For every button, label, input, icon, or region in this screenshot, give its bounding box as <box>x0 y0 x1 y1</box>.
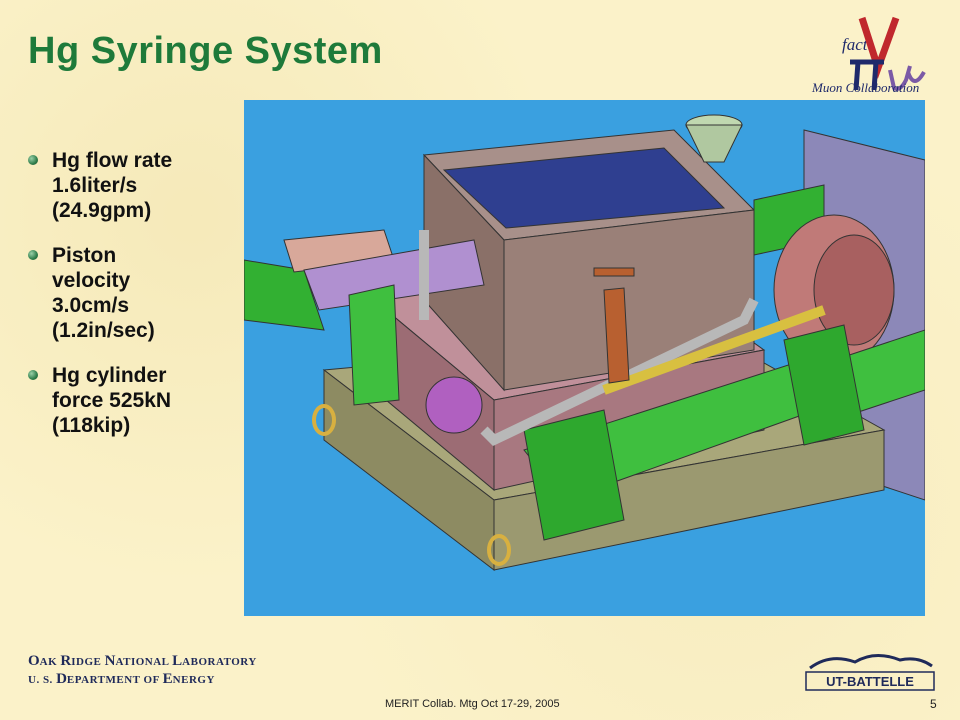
org-cap: D <box>56 671 67 687</box>
cad-syringe-assembly-image <box>244 114 925 572</box>
bullet-item: Piston velocity 3.0cm/s (1.2in/sec) <box>26 243 236 343</box>
logo-fact-text: fact <box>842 35 869 54</box>
page-number: 5 <box>930 697 937 711</box>
hopper <box>685 124 743 163</box>
org-rest: AK <box>39 656 61 668</box>
valve <box>603 287 630 384</box>
org-rest: EPARTMENT OF <box>66 674 163 686</box>
org-line-2: U. S. DEPARTMENT OF ENERGY <box>28 670 257 688</box>
bullet-dot-icon <box>28 250 38 260</box>
bullet-item: Hg cylinder force 525kN (118kip) <box>26 363 236 438</box>
meeting-footer: MERIT Collab. Mtg Oct 17-29, 2005 <box>385 698 560 710</box>
org-rest: NERGY <box>172 674 215 686</box>
bellows-inner <box>813 234 895 346</box>
lifting-ring <box>487 534 511 566</box>
ut-battelle-logo: UT-BATTELLE <box>805 654 935 691</box>
lifting-ring <box>312 404 336 436</box>
yellow-rod <box>602 305 826 395</box>
mu-glyph <box>888 65 926 91</box>
bullet-text: Hg flow rate 1.6liter/s (24.9gpm) <box>52 149 173 222</box>
org-cap: R <box>60 653 72 669</box>
org-cap: L <box>172 653 183 669</box>
footer-organization: OAK RIDGE NATIONAL LABORATORY U. S. DEPA… <box>28 652 257 688</box>
base-front <box>493 429 885 571</box>
bullet-dot-icon <box>28 370 38 380</box>
bullet-text: Piston velocity 3.0cm/s (1.2in/sec) <box>52 244 155 342</box>
pipe-left <box>244 259 325 331</box>
org-cap: U. S. <box>28 674 57 686</box>
muon-collaboration-logo: fact <box>842 16 926 91</box>
slide-title: Hg Syringe System <box>28 30 383 72</box>
pump <box>425 376 483 434</box>
org-rest: ABORATORY <box>182 656 257 668</box>
bullet-list: Hg flow rate 1.6liter/s (24.9gpm) Piston… <box>26 148 236 458</box>
pi-glyph <box>850 59 884 91</box>
org-rest: ATIONAL <box>115 656 173 668</box>
org-cap: O <box>28 653 40 669</box>
org-line-1: OAK RIDGE NATIONAL LABORATORY <box>28 652 257 670</box>
org-rest: IDGE <box>71 656 105 668</box>
bullet-dot-icon <box>28 155 38 165</box>
ut-logo-border <box>805 671 935 691</box>
bullet-item: Hg flow rate 1.6liter/s (24.9gpm) <box>26 148 236 223</box>
valve-handle <box>593 267 635 277</box>
ut-battelle-text: UT-BATTELLE <box>826 674 914 689</box>
green-block-left <box>348 284 400 406</box>
syringe-cad-figure <box>244 100 925 616</box>
purple-pipe <box>303 239 485 311</box>
logo-caption: Muon Collaboration <box>812 80 920 95</box>
bullet-text: Hg cylinder force 525kN (118kip) <box>52 364 172 437</box>
cylinder-end-right <box>783 324 865 446</box>
org-cap: N <box>104 653 116 669</box>
cylinder-end-left <box>523 409 625 541</box>
hg-surface <box>442 147 726 229</box>
org-cap: E <box>162 671 173 687</box>
mountain-line-icon <box>809 654 933 670</box>
